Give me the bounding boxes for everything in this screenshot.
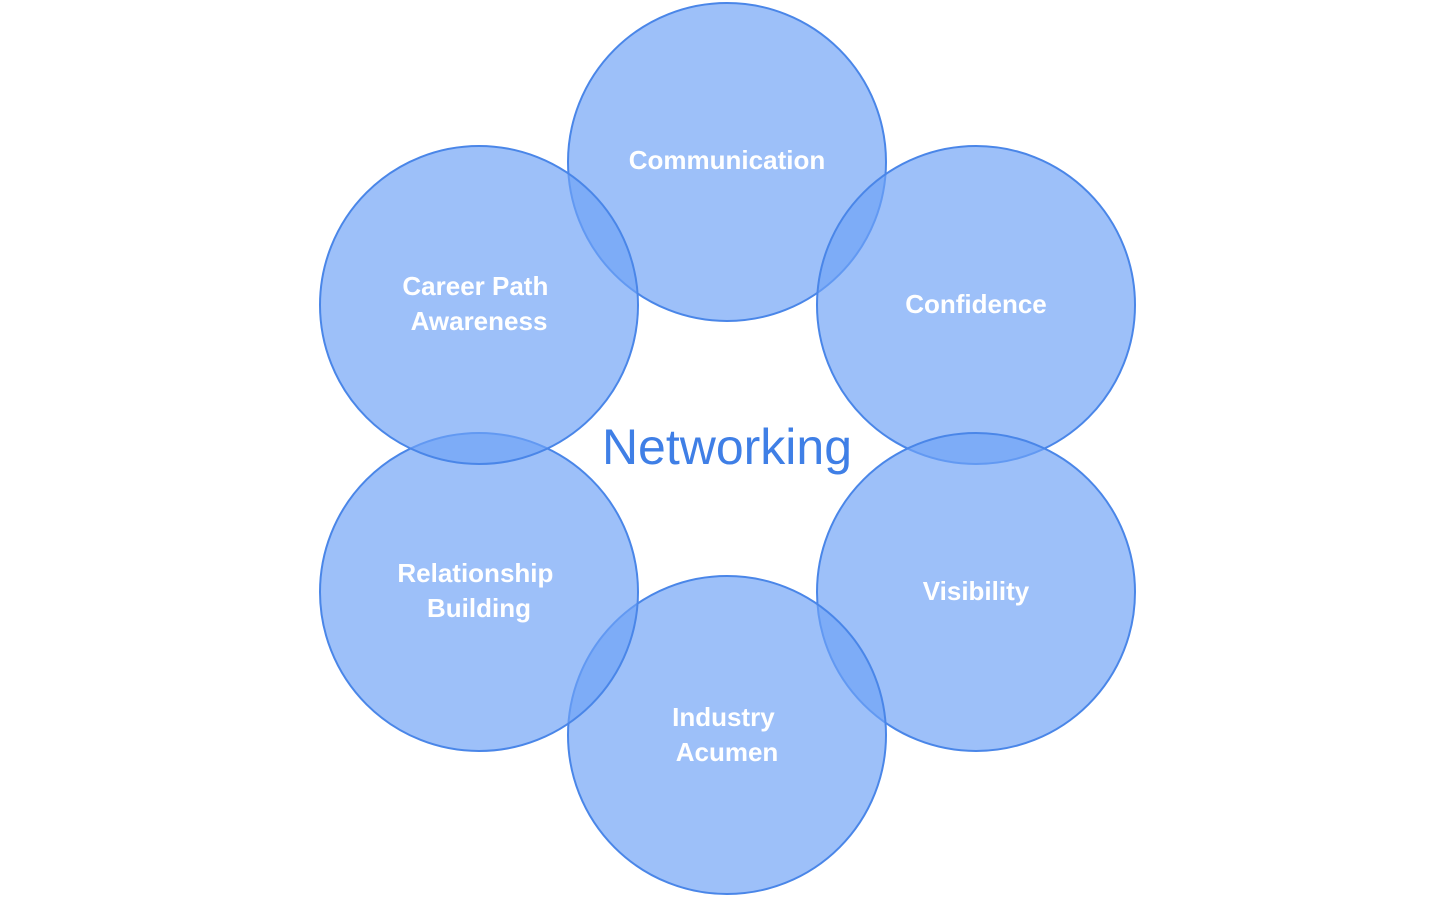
center-label: Networking [602, 419, 852, 475]
labels-layer: Communication Confidence Visibility Indu… [397, 145, 1046, 767]
node-circle-relationship-building [319, 432, 639, 752]
node-label-visibility: Visibility [923, 576, 1030, 606]
node-circle-communication [567, 2, 887, 322]
node-label-communication: Communication [629, 145, 825, 175]
node-label-confidence: Confidence [905, 289, 1047, 319]
node-label-relationship-building: Relationship Building [397, 558, 560, 623]
node-circle-career-path-awareness [319, 145, 639, 465]
node-label-career-path-awareness: Career Path Awareness [402, 271, 555, 336]
node-circle-industry-acumen [567, 575, 887, 895]
circles-layer [319, 2, 1136, 895]
node-circle-visibility [816, 432, 1136, 752]
node-label-industry-acumen: Industry Acumen [672, 702, 782, 767]
